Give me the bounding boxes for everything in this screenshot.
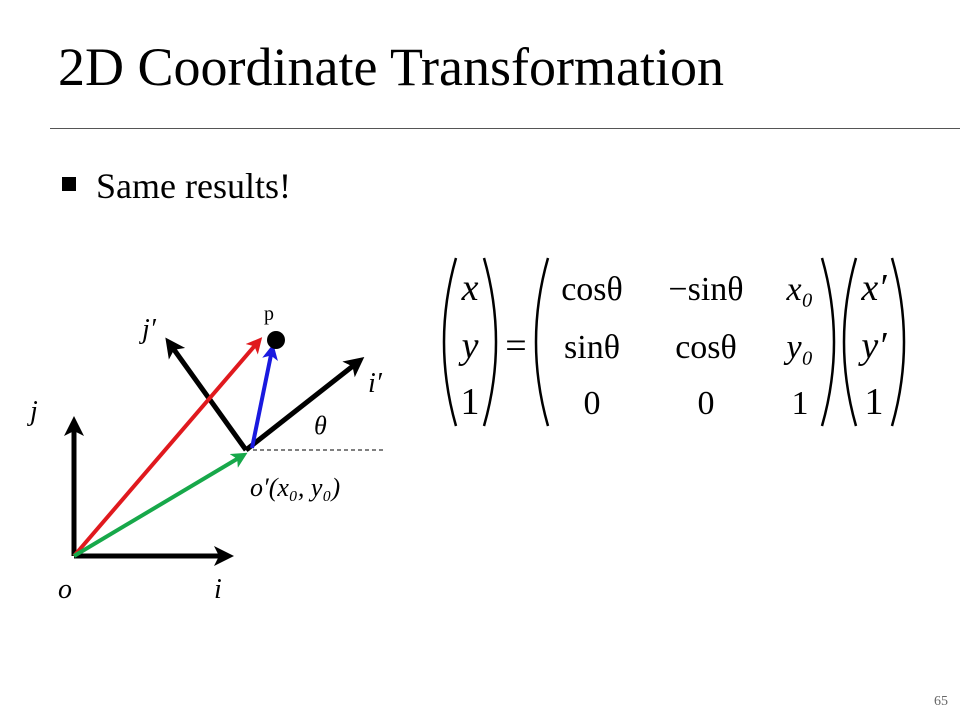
slide-number: 65	[934, 694, 948, 709]
matrix-r1c0: sinθ	[564, 329, 620, 366]
point-p	[267, 331, 285, 349]
origin-label: o	[58, 574, 72, 605]
slide-title: 2D Coordinate Transformation	[58, 37, 724, 97]
matrix-r1c2: y₀	[784, 329, 814, 366]
red-vector-arrow	[72, 337, 263, 558]
bullet-item: Same results!	[62, 164, 291, 208]
matrix-r2c1: 0	[698, 385, 715, 422]
axis-j-prime-label: j′	[139, 314, 157, 345]
axis-i-prime-label: i′	[368, 368, 383, 399]
angle-theta-label: θ	[314, 411, 327, 440]
blue-vector-arrow	[250, 343, 278, 449]
lhs-one: 1	[461, 381, 480, 423]
green-vector-arrow	[72, 452, 248, 558]
point-p-label: p	[264, 303, 274, 325]
bullet-text: Same results!	[96, 166, 291, 206]
axis-j-prime-arrow	[165, 337, 249, 452]
rhs-left-paren	[842, 257, 858, 427]
lhs-y: y	[458, 325, 479, 367]
title-divider	[50, 128, 960, 129]
matrix-left-paren	[534, 257, 550, 427]
matrix-equation: x y 1 = cosθ −sinθ x₀ sinθ cosθ y₀ 0 0 1…	[442, 257, 906, 427]
axis-i-prime-arrow	[244, 357, 365, 452]
equals-sign: =	[505, 325, 526, 367]
matrix-right-paren	[820, 257, 836, 427]
rhs-right-paren	[890, 257, 906, 427]
rhs-one: 1	[865, 381, 884, 423]
matrix-r1c1: cosθ	[675, 329, 737, 366]
rhs-y-prime: y′	[857, 325, 887, 367]
rhs-x-prime: x′	[860, 267, 887, 309]
matrix-r0c0: cosθ	[561, 271, 623, 308]
lhs-x: x	[461, 267, 479, 309]
axis-j-label: j	[27, 396, 38, 427]
origin-prime-label: o′(x₀, y₀)	[250, 473, 340, 502]
matrix-r2c2: 1	[792, 385, 809, 422]
lhs-left-paren	[442, 257, 458, 427]
matrix-r2c0: 0	[584, 385, 601, 422]
matrix-r0c2: x₀	[786, 271, 814, 308]
lhs-right-paren	[482, 257, 498, 427]
matrix-r0c1: −sinθ	[668, 271, 743, 308]
bullet-square-icon	[62, 177, 76, 191]
axis-i-label: i	[214, 574, 222, 605]
